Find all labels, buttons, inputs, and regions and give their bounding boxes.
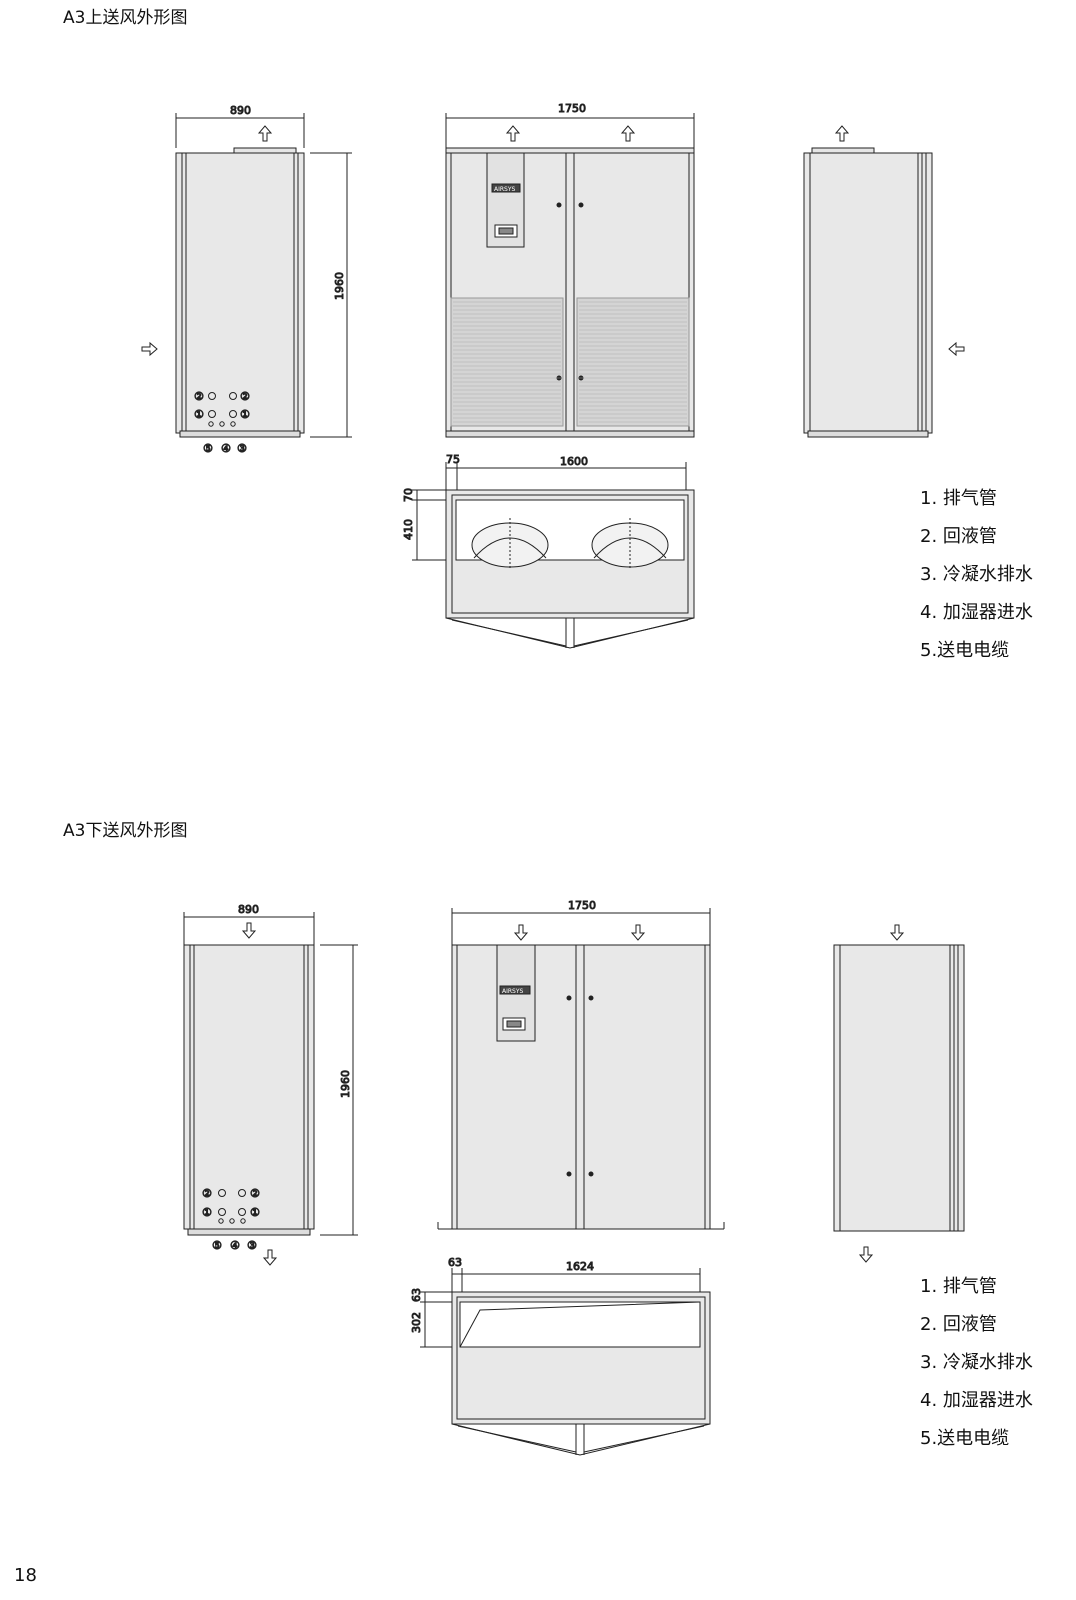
label-5: ⑤ <box>203 442 213 455</box>
label-4: ④ <box>230 1239 240 1252</box>
arrow-down-icon <box>858 1246 874 1263</box>
legend-top: 1. 排气管 2. 回液管 3. 冷凝水排水 4. 加湿器进水 5.送电电缆 <box>920 480 1033 670</box>
dim-plan-offset: 63 <box>448 1256 462 1269</box>
label-1: ① <box>250 1206 260 1219</box>
label-1: ① <box>240 408 250 421</box>
label-2: ② <box>194 390 204 403</box>
label-4: ④ <box>221 442 231 455</box>
arrow-down-icon <box>630 924 646 941</box>
arrow-left-icon <box>948 341 965 357</box>
dim-height: 1960 <box>339 1070 352 1098</box>
section-title-bottom-discharge: A3下送风外形图 <box>63 821 188 841</box>
legend-item: 4. 加湿器进水 <box>920 1390 1033 1411</box>
side-view-right-bottom <box>833 944 965 1232</box>
page-number: 18 <box>14 1565 37 1586</box>
section-title-top-discharge: A3上送风外形图 <box>63 8 188 28</box>
arrow-down-icon <box>889 924 905 941</box>
arrow-up-icon <box>620 125 636 142</box>
dim-plan-depth-a: 70 <box>402 488 415 502</box>
label-3: ③ <box>237 442 247 455</box>
plan-view-bottom <box>451 1291 711 1456</box>
side-view-left-top <box>175 147 305 438</box>
legend-item: 4. 加湿器进水 <box>920 602 1033 623</box>
label-2: ② <box>250 1187 260 1200</box>
brand-logo: AIRSYS <box>494 186 516 193</box>
legend-item: 1. 排气管 <box>920 1276 997 1297</box>
dim-width-front: 1750 <box>568 899 596 912</box>
arrow-up-icon <box>505 125 521 142</box>
dim-plan-depth-a: 63 <box>410 1288 423 1302</box>
dim-width-side: 890 <box>230 104 251 117</box>
label-5: ⑤ <box>212 1239 222 1252</box>
legend-item: 5.送电电缆 <box>920 640 1010 661</box>
plan-view-top <box>445 489 695 649</box>
label-1: ① <box>202 1206 212 1219</box>
arrow-down-icon <box>262 1249 278 1266</box>
label-2: ② <box>240 390 250 403</box>
legend-item: 2. 回液管 <box>920 526 997 547</box>
legend-item: 5.送电电缆 <box>920 1428 1010 1449</box>
legend-item: 3. 冷凝水排水 <box>920 1352 1033 1373</box>
label-1: ① <box>194 408 204 421</box>
front-view-bottom <box>437 944 725 1230</box>
dim-plan-width: 1624 <box>566 1260 594 1273</box>
side-view-right-top <box>803 147 933 438</box>
label-2: ② <box>202 1187 212 1200</box>
legend-item: 2. 回液管 <box>920 1314 997 1335</box>
dim-plan-width: 1600 <box>560 455 588 468</box>
arrow-down-icon <box>241 922 257 939</box>
arrow-down-icon <box>513 924 529 941</box>
dim-width-front: 1750 <box>558 102 586 115</box>
dim-plan-depth-b: 410 <box>402 519 415 540</box>
legend-item: 1. 排气管 <box>920 488 997 509</box>
dim-plan-depth-b: 302 <box>410 1312 423 1333</box>
front-view-top <box>445 147 695 438</box>
arrow-right-icon <box>141 341 158 357</box>
legend-bottom: 1. 排气管 2. 回液管 3. 冷凝水排水 4. 加湿器进水 5.送电电缆 <box>920 1268 1033 1458</box>
side-view-left-bottom <box>183 944 315 1236</box>
arrow-up-icon <box>257 125 273 142</box>
legend-item: 3. 冷凝水排水 <box>920 564 1033 585</box>
label-3: ③ <box>247 1239 257 1252</box>
dim-plan-offset: 75 <box>446 453 460 466</box>
arrow-up-icon <box>834 125 850 142</box>
brand-logo: AIRSYS <box>502 988 524 995</box>
dim-width-side: 890 <box>238 903 259 916</box>
dim-height: 1960 <box>333 272 346 300</box>
